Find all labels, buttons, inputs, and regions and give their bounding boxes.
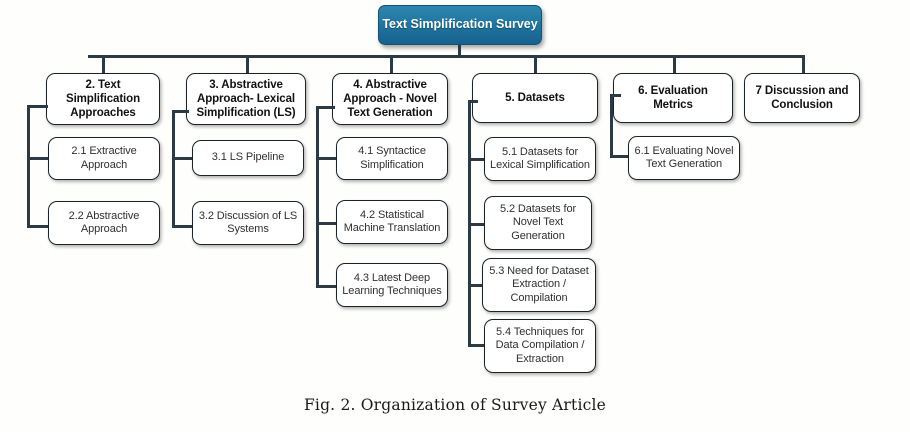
root-stem-connector xyxy=(458,45,461,56)
node-2-text-simplification-approaches[interactable]: 2. Text Simplification Approaches xyxy=(46,73,160,125)
drop-connector-col-3 xyxy=(246,55,249,74)
node-4-1-syntactice-simplification[interactable]: 4.1 Syntactice Simplification xyxy=(336,137,448,180)
branch-connector-2-2 xyxy=(27,225,50,228)
node-6-1-evaluating-novel-text-generation[interactable]: 6.1 Evaluating Novel Text Generation xyxy=(628,136,740,180)
node-5-3-need-for-dataset-extraction-compilation[interactable]: 5.3 Need for Dataset Extraction / Compil… xyxy=(482,258,596,312)
node-4-3-latest-deep-learning-techniques[interactable]: 4.3 Latest Deep Learning Techniques xyxy=(336,263,448,307)
drop-connector-col-7 xyxy=(802,55,805,74)
top-level-bus-connector xyxy=(88,55,804,58)
node-4-2-statistical-machine-translation[interactable]: 4.2 Statistical Machine Translation xyxy=(336,200,448,244)
drop-connector-col-5 xyxy=(534,55,537,74)
branch-connector-3-2 xyxy=(172,225,194,228)
node-3-2-discussion-of-ls-systems[interactable]: 3.2 Discussion of LS Systems xyxy=(192,201,304,245)
drop-connector-col-4 xyxy=(390,55,393,74)
branch-connector-4-2 xyxy=(316,222,338,225)
drop-connector-col-2 xyxy=(102,55,105,74)
node-5-2-datasets-for-novel-text-generation[interactable]: 5.2 Datasets for Novel Text Generation xyxy=(484,196,592,250)
branch-connector-5-4 xyxy=(468,344,486,347)
spine-connector-col-2 xyxy=(27,105,30,228)
root-node-text-simplification-survey: Text Simplification Survey xyxy=(378,5,542,45)
branch-connector-4-1 xyxy=(316,157,338,160)
node-3-abstractive-approach-lexical-simplification[interactable]: 3. Abstractive Approach- Lexical Simplif… xyxy=(186,73,306,125)
spine-top-stub-col-2 xyxy=(27,105,48,108)
node-5-datasets[interactable]: 5. Datasets xyxy=(472,73,598,123)
spine-top-stub-col-5 xyxy=(468,100,478,103)
node-4-abstractive-approach-novel-text-generation[interactable]: 4. Abstractive Approach - Novel Text Gen… xyxy=(332,73,448,125)
branch-connector-5-1 xyxy=(468,158,486,161)
node-5-4-techniques-for-data-compilation-extraction[interactable]: 5.4 Techniques for Data Compilation / Ex… xyxy=(484,319,596,373)
node-5-1-datasets-for-lexical-simplification[interactable]: 5.1 Datasets for Lexical Simplification xyxy=(484,137,596,181)
node-2-1-extractive-approach[interactable]: 2.1 Extractive Approach xyxy=(48,137,160,180)
branch-connector-4-3 xyxy=(316,285,338,288)
node-7-discussion-and-conclusion[interactable]: 7 Discussion and Conclusion xyxy=(744,73,860,123)
branch-connector-5-3 xyxy=(468,284,486,287)
spine-top-stub-col-3 xyxy=(172,110,189,113)
spine-top-stub-col-4 xyxy=(316,106,335,109)
branch-connector-5-2 xyxy=(468,223,486,226)
node-6-evaluation-metrics[interactable]: 6. Evaluation Metrics xyxy=(613,73,733,123)
node-2-2-abstractive-approach[interactable]: 2.2 Abstractive Approach xyxy=(48,201,160,245)
spine-connector-col-3 xyxy=(172,110,175,228)
drop-connector-col-6 xyxy=(673,55,676,74)
branch-connector-6-1 xyxy=(610,155,633,158)
figure-caption: Fig. 2. Organization of Survey Article xyxy=(303,396,607,414)
node-3-1-ls-pipeline[interactable]: 3.1 LS Pipeline xyxy=(192,140,304,176)
branch-connector-3-1 xyxy=(172,157,194,160)
spine-top-stub-col-6 xyxy=(610,94,621,97)
spine-connector-col-6 xyxy=(610,94,613,158)
branch-connector-2-1 xyxy=(27,157,50,160)
spine-connector-col-4 xyxy=(316,106,319,288)
